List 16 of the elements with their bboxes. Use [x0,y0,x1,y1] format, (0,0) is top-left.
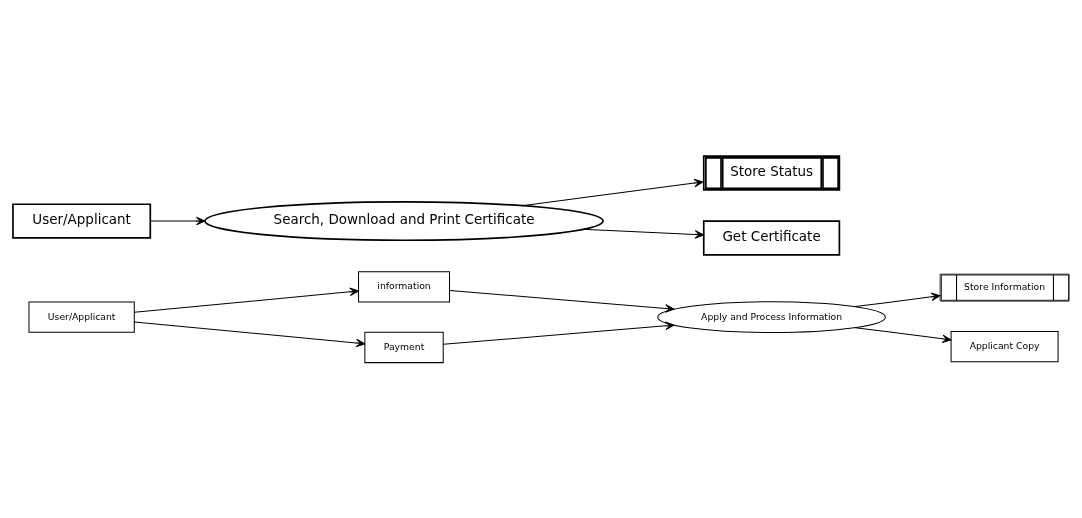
arrow [521,178,704,207]
node-box: User/Applicant [28,301,135,333]
arrow [150,216,206,226]
node-ellipse: Search, Download and Print Certificate [204,201,604,242]
arrow [854,292,941,308]
node-box: information [358,271,451,303]
arrow [449,290,675,313]
node-box: User/Applicant [12,203,152,239]
arrow [583,228,705,239]
arrow [854,327,952,344]
node-box: Payment [364,331,444,364]
arrow [442,321,675,345]
node-box: Get Certificate [702,220,841,256]
arrow [133,321,366,348]
arrow [133,287,359,313]
node-box: Applicant Copy [950,330,1059,363]
